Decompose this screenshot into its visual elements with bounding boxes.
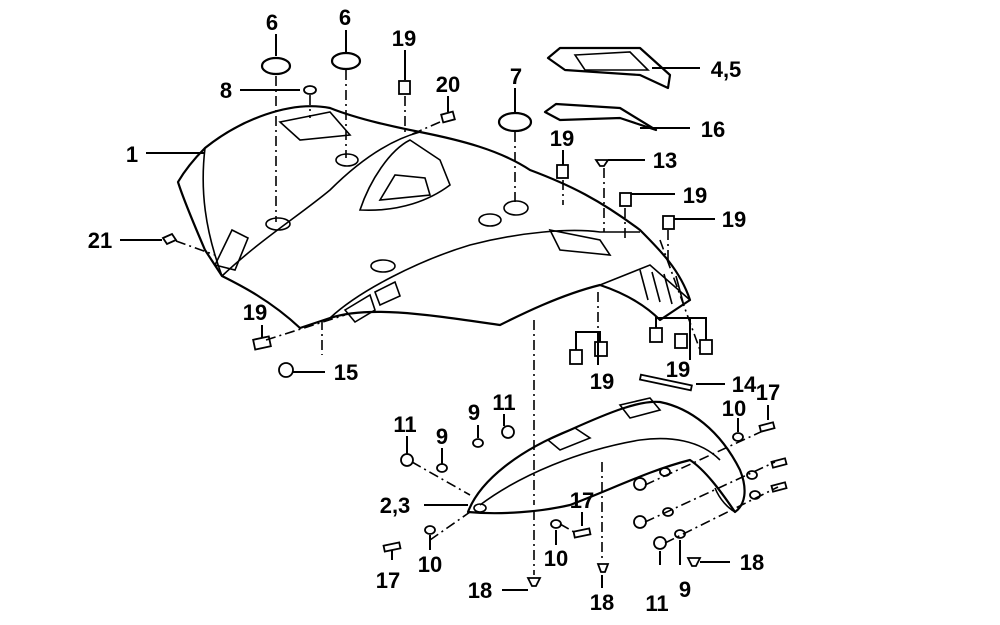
label-15: 15 [334, 360, 358, 385]
screw-15 [278, 362, 294, 378]
label-10-right: 10 [722, 396, 746, 421]
leader-lines [120, 30, 769, 591]
rod-14 [638, 373, 693, 392]
label-4-5: 4,5 [711, 57, 742, 82]
plug-8 [303, 85, 317, 95]
clip-19-a [569, 349, 583, 365]
label-11-top: 11 [492, 390, 515, 415]
plug-13 [594, 159, 610, 167]
clip-19-r1 [619, 192, 632, 207]
label-18-left: 18 [468, 578, 492, 603]
label-7: 7 [510, 64, 522, 89]
label-9-left: 9 [436, 424, 448, 449]
label-19-mid: 19 [550, 126, 574, 151]
label-19-r1: 19 [683, 183, 707, 208]
label-18-right: 18 [740, 550, 764, 575]
label-18-mid: 18 [590, 590, 614, 615]
label-1: 1 [126, 142, 138, 167]
label-19-r2: 19 [722, 207, 746, 232]
rear-fender [466, 397, 746, 515]
clip-19-left [252, 335, 272, 351]
label-9-bottom: 9 [679, 577, 691, 602]
label-19-bottom-b: 19 [666, 357, 690, 382]
clip-19-mid [556, 164, 569, 179]
label-6-left: 6 [266, 10, 278, 35]
label-17-left: 17 [376, 568, 400, 593]
clip-19-d [674, 333, 688, 349]
cover-plate [546, 46, 672, 90]
label-10-left: 10 [418, 552, 442, 577]
label-19-top: 19 [392, 26, 416, 51]
clip-19-e [699, 339, 713, 355]
label-11-bottom: 11 [645, 591, 668, 616]
label-9-top: 9 [468, 400, 480, 425]
cap-7 [497, 111, 533, 133]
clip-19-c [649, 327, 663, 343]
gasket-strip [543, 102, 658, 132]
label-2-3: 2,3 [380, 493, 411, 518]
label-17-right: 17 [756, 380, 780, 405]
label-17-mid: 17 [570, 488, 594, 513]
fender-hardware [382, 421, 788, 587]
label-6-right: 6 [339, 5, 351, 30]
clip-19-top [398, 80, 411, 95]
cap-6-left [260, 56, 292, 76]
label-13: 13 [653, 148, 677, 173]
label-16: 16 [701, 117, 725, 142]
label-11-left: 11 [393, 412, 416, 437]
front-body-panel [176, 105, 692, 330]
clip-19-b [594, 341, 608, 357]
label-19-bottom-a: 19 [590, 369, 614, 394]
label-21: 21 [88, 228, 112, 253]
label-20: 20 [436, 72, 460, 97]
assembly-guide-lines [175, 70, 779, 575]
clip-20 [440, 110, 456, 124]
label-14: 14 [732, 372, 757, 397]
label-10-mid: 10 [544, 546, 568, 571]
cap-6-right [330, 51, 362, 71]
plug-21 [161, 232, 178, 246]
label-8: 8 [220, 78, 232, 103]
label-19-left: 19 [243, 300, 267, 325]
clip-19-r2 [662, 215, 675, 230]
